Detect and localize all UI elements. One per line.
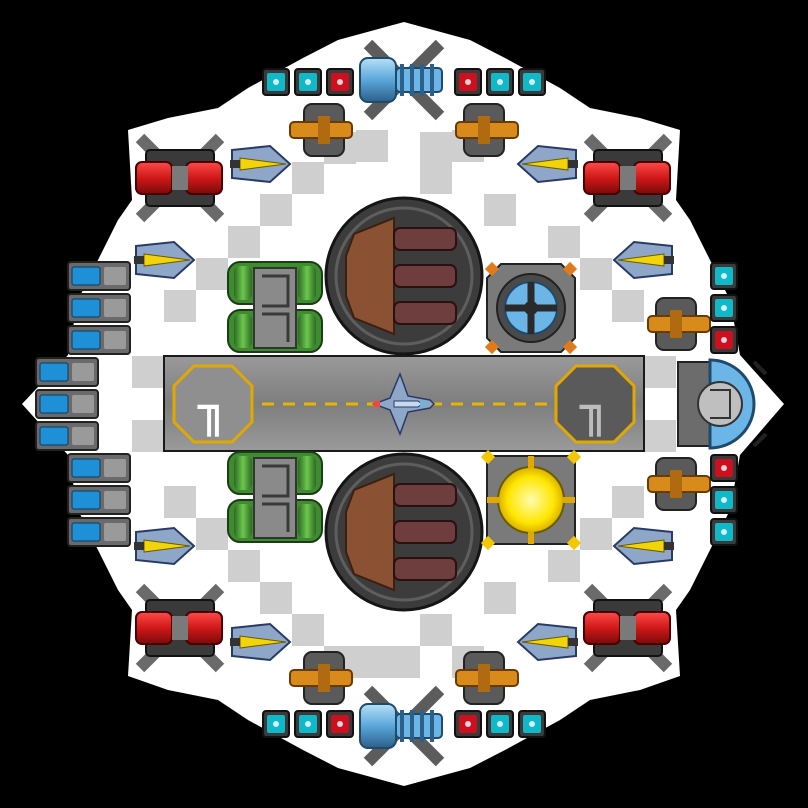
battery-rack[interactable] [35,357,99,387]
landing-pad-east[interactable]: ╖ [554,364,636,444]
floor-tile [292,162,324,194]
battery-rack[interactable] [35,389,99,419]
floor-tile [292,614,324,646]
heavy-cannon[interactable] [583,583,673,673]
floor-tile [484,582,516,614]
floor-tile [132,420,164,452]
ion-cannon[interactable] [359,39,445,121]
floor-tile [356,646,388,678]
laser-turret[interactable] [612,526,674,566]
heavy-cannon[interactable] [583,133,673,223]
red-module[interactable] [710,326,738,354]
cyan-module[interactable] [262,68,290,96]
landing-pad-west[interactable]: ╖ [172,364,254,444]
laser-turret[interactable] [230,144,292,184]
cyan-module[interactable] [486,710,514,738]
cyan-module[interactable] [710,262,738,290]
cyan-module[interactable] [518,68,546,96]
battery-rack[interactable] [67,485,131,515]
cyan-module[interactable] [710,486,738,514]
floor-tile [612,290,644,322]
floor-tile [228,226,260,258]
cargo-pod[interactable] [227,451,323,543]
missile-turret[interactable] [455,651,519,705]
missile-turret[interactable] [647,297,711,351]
cyan-module[interactable] [710,518,738,546]
floor-tile [644,356,676,388]
cyan-module[interactable] [294,710,322,738]
landing-pad-east-mark: ╖ [579,378,610,437]
hull-floor-tiles [132,130,676,678]
floor-tile [228,550,260,582]
warp-fan-icon[interactable] [484,261,578,355]
station-modules [35,39,738,767]
battery-rack[interactable] [35,421,99,451]
battery-rack[interactable] [67,293,131,323]
laser-turret[interactable] [134,240,196,280]
floor-tile [164,486,196,518]
ion-cannon[interactable] [359,685,445,767]
laser-turret[interactable] [516,144,578,184]
floor-tile [164,290,196,322]
floor-tile [580,258,612,290]
floor-tile [580,518,612,550]
reactor-core-icon[interactable] [480,449,582,551]
laser-turret[interactable] [230,622,292,662]
battery-rack[interactable] [67,325,131,355]
landing-pad-west-mark: ╖ [197,378,228,437]
heavy-cannon[interactable] [135,583,225,673]
cyan-module[interactable] [710,294,738,322]
hangar-dome-icon[interactable] [677,358,768,450]
floor-tile [548,550,580,582]
reactor-south[interactable] [324,452,484,612]
floor-tile [196,518,228,550]
battery-rack[interactable] [67,453,131,483]
red-module[interactable] [326,68,354,96]
floor-tile [548,226,580,258]
floor-tile [484,194,516,226]
floor-tile [260,582,292,614]
floor-tile [612,486,644,518]
red-module[interactable] [326,710,354,738]
laser-turret[interactable] [612,240,674,280]
battery-rack[interactable] [67,261,131,291]
laser-turret[interactable] [516,622,578,662]
floor-tile [420,614,452,646]
cyan-module[interactable] [486,68,514,96]
cargo-pod[interactable] [227,261,323,353]
missile-turret[interactable] [289,103,353,157]
battery-rack[interactable] [67,517,131,547]
laser-turret[interactable] [134,526,196,566]
missile-turret[interactable] [289,651,353,705]
cyan-module[interactable] [262,710,290,738]
missile-turret[interactable] [455,103,519,157]
fighter-ship-icon[interactable] [371,371,436,437]
floor-tile [388,646,420,678]
cyan-module[interactable] [294,68,322,96]
floor-tile [196,258,228,290]
floor-tile [644,420,676,452]
red-module[interactable] [454,68,482,96]
missile-turret[interactable] [647,457,711,511]
red-module[interactable] [710,454,738,482]
floor-tile [356,130,388,162]
floor-tile [260,194,292,226]
cyan-module[interactable] [518,710,546,738]
heavy-cannon[interactable] [135,133,225,223]
floor-tile [420,162,452,194]
floor-tile [132,356,164,388]
red-module[interactable] [454,710,482,738]
reactor-north[interactable] [324,196,484,356]
floor-tile [420,132,452,164]
